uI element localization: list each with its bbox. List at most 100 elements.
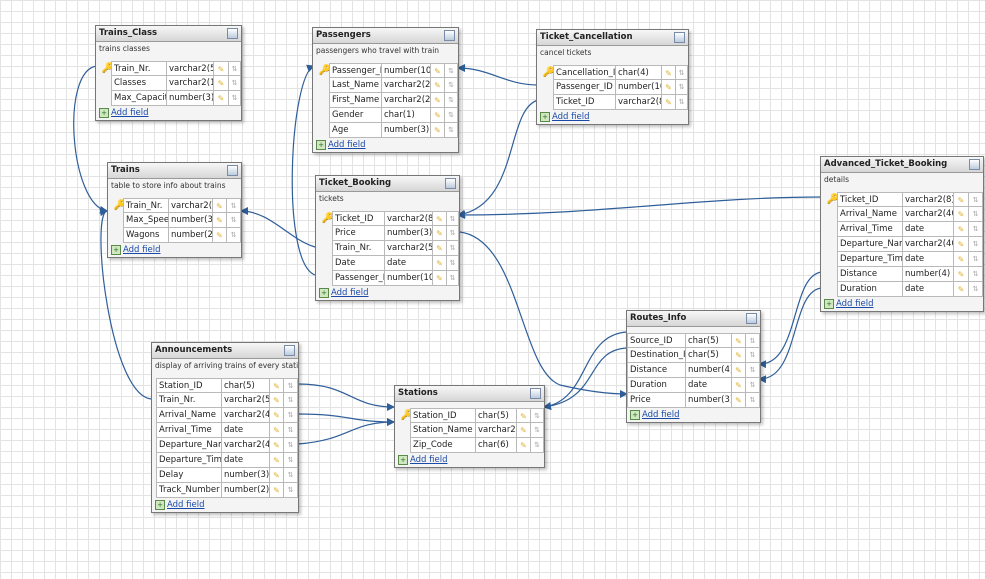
field-name[interactable]: Station_ID: [410, 408, 475, 423]
updown-arrow-icon[interactable]: ⇅: [968, 222, 983, 237]
field-name[interactable]: Gender: [329, 108, 381, 123]
field-type[interactable]: char(4): [615, 65, 661, 80]
add-field-link[interactable]: Add field: [836, 299, 874, 309]
field-type[interactable]: varchar2(8): [902, 192, 953, 207]
add-field-link[interactable]: Add field: [328, 140, 366, 150]
updown-arrow-icon[interactable]: ⇅: [530, 423, 544, 438]
add-field-row[interactable]: +Add field: [96, 106, 241, 120]
pencil-icon[interactable]: ✎: [516, 423, 530, 438]
add-field-row[interactable]: +Add field: [108, 243, 241, 257]
updown-arrow-icon[interactable]: ⇅: [444, 93, 458, 108]
field-name[interactable]: Cancellation_ID: [553, 65, 615, 80]
updown-arrow-icon[interactable]: ⇅: [530, 408, 544, 423]
table-config-icon[interactable]: [445, 178, 456, 189]
field-type[interactable]: number(2): [221, 483, 269, 498]
field-name[interactable]: Station_ID: [156, 378, 221, 393]
pencil-icon[interactable]: ✎: [269, 408, 283, 423]
field-name[interactable]: Departure_Name: [837, 237, 902, 252]
pencil-icon[interactable]: ✎: [430, 93, 444, 108]
updown-arrow-icon[interactable]: ⇅: [675, 80, 688, 95]
updown-arrow-icon[interactable]: ⇅: [968, 252, 983, 267]
updown-arrow-icon[interactable]: ⇅: [745, 333, 760, 348]
pencil-icon[interactable]: ✎: [269, 423, 283, 438]
pencil-icon[interactable]: ✎: [430, 108, 444, 123]
add-field-row[interactable]: +Add field: [313, 138, 458, 152]
field-type[interactable]: varchar2(8): [615, 95, 661, 110]
field-name[interactable]: Source_ID: [627, 333, 685, 348]
updown-arrow-icon[interactable]: ⇅: [446, 271, 459, 286]
table-header[interactable]: Announcements: [152, 343, 298, 359]
add-field-link[interactable]: Add field: [331, 288, 369, 298]
pencil-icon[interactable]: ✎: [731, 393, 745, 408]
field-type[interactable]: varchar2(5): [221, 393, 269, 408]
updown-arrow-icon[interactable]: ⇅: [444, 108, 458, 123]
pencil-icon[interactable]: ✎: [661, 80, 675, 95]
field-row[interactable]: Train_Nr.varchar2(5)✎⇅: [316, 241, 459, 256]
field-type[interactable]: date: [902, 282, 953, 297]
field-name[interactable]: First_Name: [329, 93, 381, 108]
field-name[interactable]: Passenger_ID: [329, 63, 381, 78]
field-type[interactable]: date: [221, 423, 269, 438]
updown-arrow-icon[interactable]: ⇅: [446, 256, 459, 271]
pencil-icon[interactable]: ✎: [269, 453, 283, 468]
field-name[interactable]: Date: [332, 256, 384, 271]
pencil-icon[interactable]: ✎: [212, 198, 226, 213]
field-type[interactable]: number(3): [168, 213, 212, 228]
field-name[interactable]: Train_Nr.: [111, 61, 166, 76]
field-name[interactable]: Arrival_Name: [837, 207, 902, 222]
pencil-icon[interactable]: ✎: [516, 438, 530, 453]
pencil-icon[interactable]: ✎: [661, 95, 675, 110]
field-name[interactable]: Departure_Time: [156, 453, 221, 468]
field-type[interactable]: number(4): [902, 267, 953, 282]
table-header[interactable]: Routes_Info: [627, 311, 760, 327]
field-name[interactable]: Wagons: [123, 228, 168, 243]
field-name[interactable]: Departure_Name: [156, 438, 221, 453]
table-header[interactable]: Trains_Class: [96, 26, 241, 42]
updown-arrow-icon[interactable]: ⇅: [444, 123, 458, 138]
table-header[interactable]: Stations: [395, 386, 544, 402]
field-name[interactable]: Max_Speed: [123, 213, 168, 228]
field-name[interactable]: Zip_Code: [410, 438, 475, 453]
updown-arrow-icon[interactable]: ⇅: [228, 91, 241, 106]
updown-arrow-icon[interactable]: ⇅: [283, 483, 298, 498]
pencil-icon[interactable]: ✎: [212, 228, 226, 243]
pencil-icon[interactable]: ✎: [731, 333, 745, 348]
field-name[interactable]: Max_Capacity: [111, 91, 166, 106]
field-type[interactable]: varchar2(20): [381, 93, 430, 108]
field-type[interactable]: char(1): [381, 108, 430, 123]
pencil-icon[interactable]: ✎: [213, 61, 228, 76]
field-type[interactable]: number(3): [381, 123, 430, 138]
table-header[interactable]: Passengers: [313, 28, 458, 44]
pencil-icon[interactable]: ✎: [212, 213, 226, 228]
pencil-icon[interactable]: ✎: [661, 65, 675, 80]
field-name[interactable]: Price: [332, 226, 384, 241]
field-type[interactable]: date: [221, 453, 269, 468]
field-type[interactable]: varchar2(40): [475, 423, 516, 438]
field-name[interactable]: Station_Name: [410, 423, 475, 438]
field-name[interactable]: Age: [329, 123, 381, 138]
add-field-link[interactable]: Add field: [552, 112, 590, 122]
pencil-icon[interactable]: ✎: [432, 211, 446, 226]
field-type[interactable]: number(3): [685, 393, 731, 408]
pencil-icon[interactable]: ✎: [953, 252, 968, 267]
field-type[interactable]: varchar2(5): [168, 198, 212, 213]
add-field-link[interactable]: Add field: [111, 108, 149, 118]
updown-arrow-icon[interactable]: ⇅: [226, 228, 241, 243]
updown-arrow-icon[interactable]: ⇅: [446, 226, 459, 241]
field-type[interactable]: varchar2(40): [902, 207, 953, 222]
